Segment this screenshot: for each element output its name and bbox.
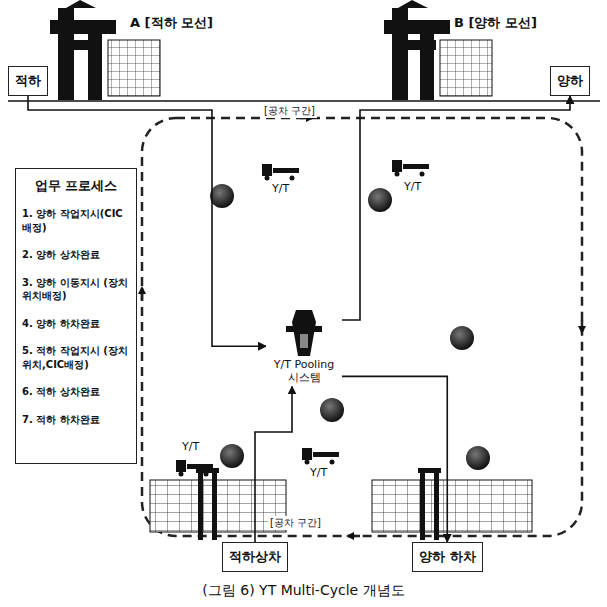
- yard-trucks: [176, 160, 429, 477]
- process-step: 7. 적하 하차완료: [22, 413, 130, 427]
- ship-bay-a: [108, 40, 160, 96]
- figure-caption: (그림 6) YT Multi-Cycle 개념도: [0, 582, 607, 600]
- quay-line: [8, 100, 600, 102]
- pooling-label: Y/T Pooling 시스템: [268, 358, 340, 384]
- truck-label: Y/T: [308, 466, 329, 479]
- yard-block-load: [150, 480, 286, 532]
- quay-crane-a: [50, 0, 116, 100]
- empty-section-label: [공차 구간]: [262, 104, 317, 118]
- area-label: 적하: [15, 72, 41, 90]
- yard-block-unload: [372, 480, 532, 532]
- process-step: 2. 양하 상차완료: [22, 248, 130, 262]
- process-step: 1. 양하 작업지시(CIC배정): [22, 207, 130, 234]
- empty-section-label: [공차 구간]: [268, 516, 323, 530]
- yard-load-box: 적하상차: [222, 542, 288, 572]
- ship-bay-b: [440, 40, 492, 96]
- pooling-system: Y/T Pooling 시스템: [266, 306, 342, 386]
- process-step: 4. 양하 하차완료: [22, 317, 130, 331]
- process-heading: 업무 프로세스: [22, 177, 130, 195]
- truck-label: Y/T: [270, 182, 291, 195]
- process-step: 5. 적하 작업지시 (장치위치,CIC배정): [22, 344, 130, 371]
- loop-arrows: [142, 118, 582, 536]
- load-label-box: 적하: [8, 66, 48, 96]
- area-label: 양하: [557, 72, 583, 90]
- cycle-loop: [142, 118, 582, 536]
- flow-arrow: [342, 96, 570, 320]
- process-step: 3. 양하 이동지시 (장치위치배정): [22, 276, 130, 303]
- ship-label: B [양하 모선]: [452, 14, 539, 32]
- unload-label-box: 양하: [550, 66, 590, 96]
- flow-arrow: [342, 376, 447, 542]
- process-step: 6. 적하 상차완료: [22, 385, 130, 399]
- area-label: 양하 하차: [419, 548, 476, 566]
- yard-unload-box: 양하 하차: [412, 542, 483, 572]
- ship-label: A [적하 모선]: [128, 14, 215, 32]
- truck-label: Y/T: [402, 180, 423, 193]
- truck-label: Y/T: [180, 440, 201, 453]
- process-list-box: 업무 프로세스 1. 양하 작업지시(CIC배정) 2. 양하 상차완료 3. 양하 …: [15, 168, 137, 464]
- area-label: 적하상차: [229, 548, 281, 566]
- pooling-icon: [282, 308, 326, 358]
